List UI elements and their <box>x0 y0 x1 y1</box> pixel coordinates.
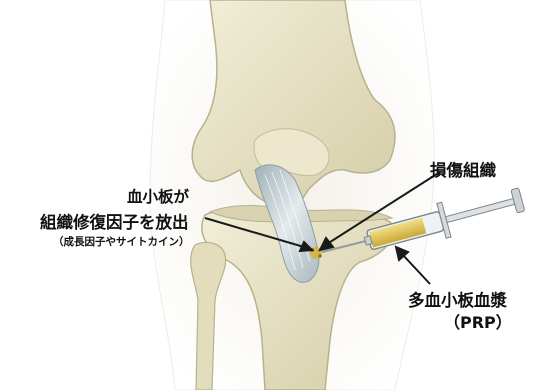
syringe-plunger <box>446 199 515 223</box>
label-platelets: 血小板が <box>127 185 189 207</box>
label-damaged-tissue: 損傷組織 <box>430 157 496 181</box>
label-prp-name: 多血小板血漿 <box>408 287 507 311</box>
label-growth-factors-note: （成長因子やサイトカイン） <box>53 234 190 249</box>
label-release-repair-factors: 組織修復因子を放出 <box>40 209 189 233</box>
label-prp-abbrev: （PRP） <box>444 309 512 333</box>
